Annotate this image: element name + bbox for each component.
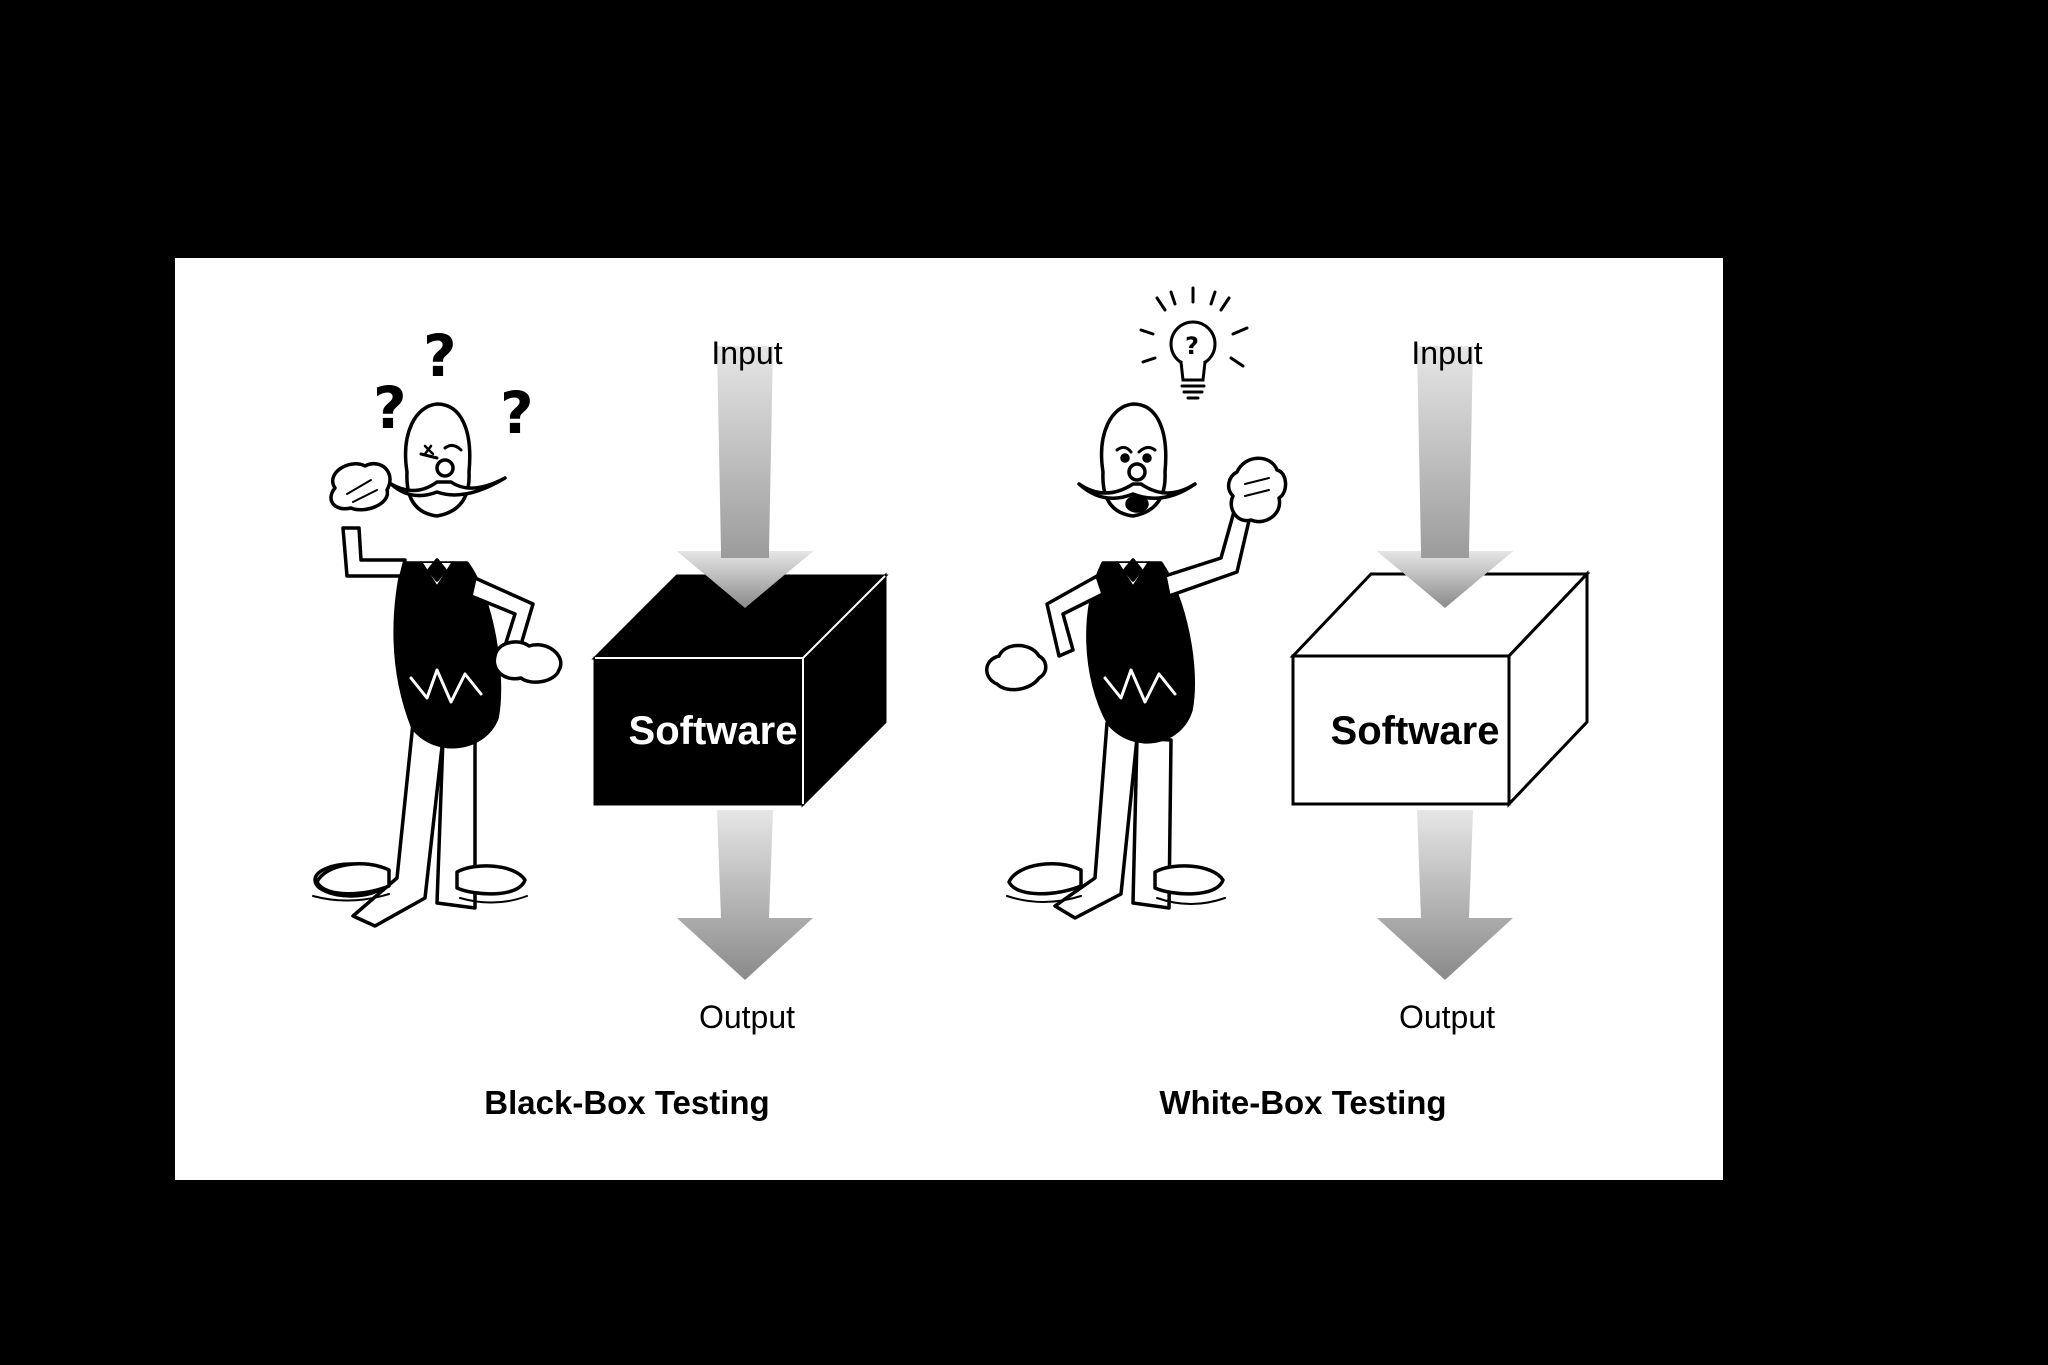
black-box-caption: Black-Box Testing [484,1084,769,1121]
output-arrow [677,810,813,980]
input-arrow-head [1377,551,1513,608]
software-label: Software [1331,709,1500,753]
white-box-caption: White-Box Testing [1159,1084,1446,1121]
output-arrow [1377,810,1513,980]
confused-tester-icon [312,402,563,928]
black-box-section: ? ? ? Input Software Output Black-Box Te… [312,322,889,1121]
lightbulb-icon: ? [1139,286,1249,400]
question-marks: ? ? ? [373,322,534,447]
input-label: Input [711,335,782,371]
software-black-box [591,572,889,808]
question-mark: ? [373,374,407,442]
question-mark: ? [500,379,534,447]
input-arrow [677,346,813,608]
software-white-box [1289,570,1591,808]
lightbulb-mark: ? [1185,332,1199,360]
white-box-section: ? [985,286,1591,1121]
output-label: Output [699,999,795,1035]
question-mark: ? [423,322,457,390]
testing-diagram: ? ? ? Input Software Output Black-Box Te… [312,286,1591,1121]
software-label: Software [629,709,798,753]
input-arrow [1377,346,1513,608]
output-label: Output [1399,999,1495,1035]
input-label: Input [1411,335,1482,371]
input-arrow-head [677,551,813,608]
enlightened-tester-icon [985,402,1288,920]
diagram-panel: ? ? ? Input Software Output Black-Box Te… [175,258,1723,1180]
